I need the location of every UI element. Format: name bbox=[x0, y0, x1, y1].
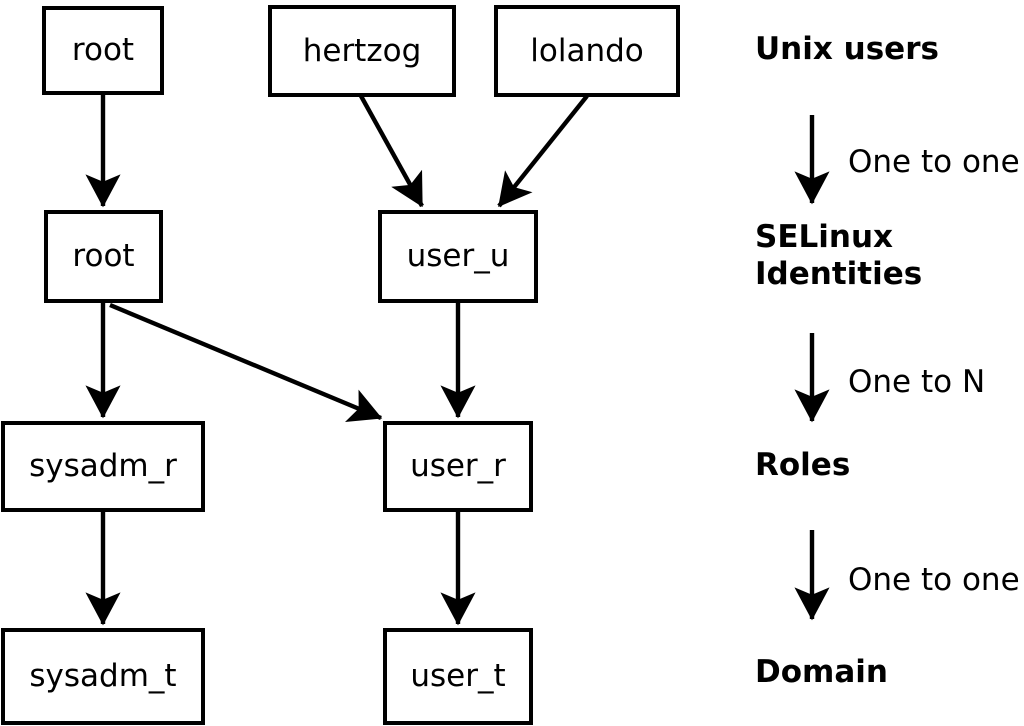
node-label: root bbox=[71, 32, 135, 68]
edge-hertzog-to-useru bbox=[359, 94, 424, 208]
node-unix-user-hertzog: hertzog bbox=[268, 5, 456, 97]
node-domain-sysadm-t: sysadm_t bbox=[1, 628, 205, 725]
node-label: sysadm_t bbox=[29, 658, 177, 694]
edge-selinuxroot-to-userr bbox=[109, 302, 383, 423]
legend-level-roles: Roles bbox=[755, 447, 851, 483]
node-role-sysadm-r: sysadm_r bbox=[1, 421, 205, 512]
node-label: lolando bbox=[530, 32, 644, 69]
node-label: hertzog bbox=[302, 32, 422, 69]
node-unix-user-root: root bbox=[42, 6, 164, 95]
node-label: root bbox=[72, 238, 135, 274]
legend-level-selinux-identities: SELinux Identities bbox=[755, 219, 923, 292]
legend-relation-one-to-one-2: One to one bbox=[848, 562, 1020, 598]
legend-relation-one-to-n: One to N bbox=[848, 364, 986, 400]
node-selinux-identity-root: root bbox=[44, 210, 163, 303]
legend-level-unix-users: Unix users bbox=[755, 31, 939, 67]
node-label: sysadm_r bbox=[29, 448, 177, 484]
legend-level-domain: Domain bbox=[755, 654, 888, 690]
node-label: user_t bbox=[410, 658, 506, 694]
edge-lolando-to-useru bbox=[497, 94, 589, 208]
node-domain-user-t: user_t bbox=[383, 628, 533, 725]
node-label: user_r bbox=[410, 448, 506, 484]
legend-relation-one-to-one-1: One to one bbox=[848, 144, 1020, 180]
node-role-user-r: user_r bbox=[383, 421, 533, 512]
node-unix-user-lolando: lolando bbox=[494, 5, 680, 97]
node-label: user_u bbox=[406, 238, 510, 274]
node-selinux-identity-user-u: user_u bbox=[378, 210, 538, 303]
